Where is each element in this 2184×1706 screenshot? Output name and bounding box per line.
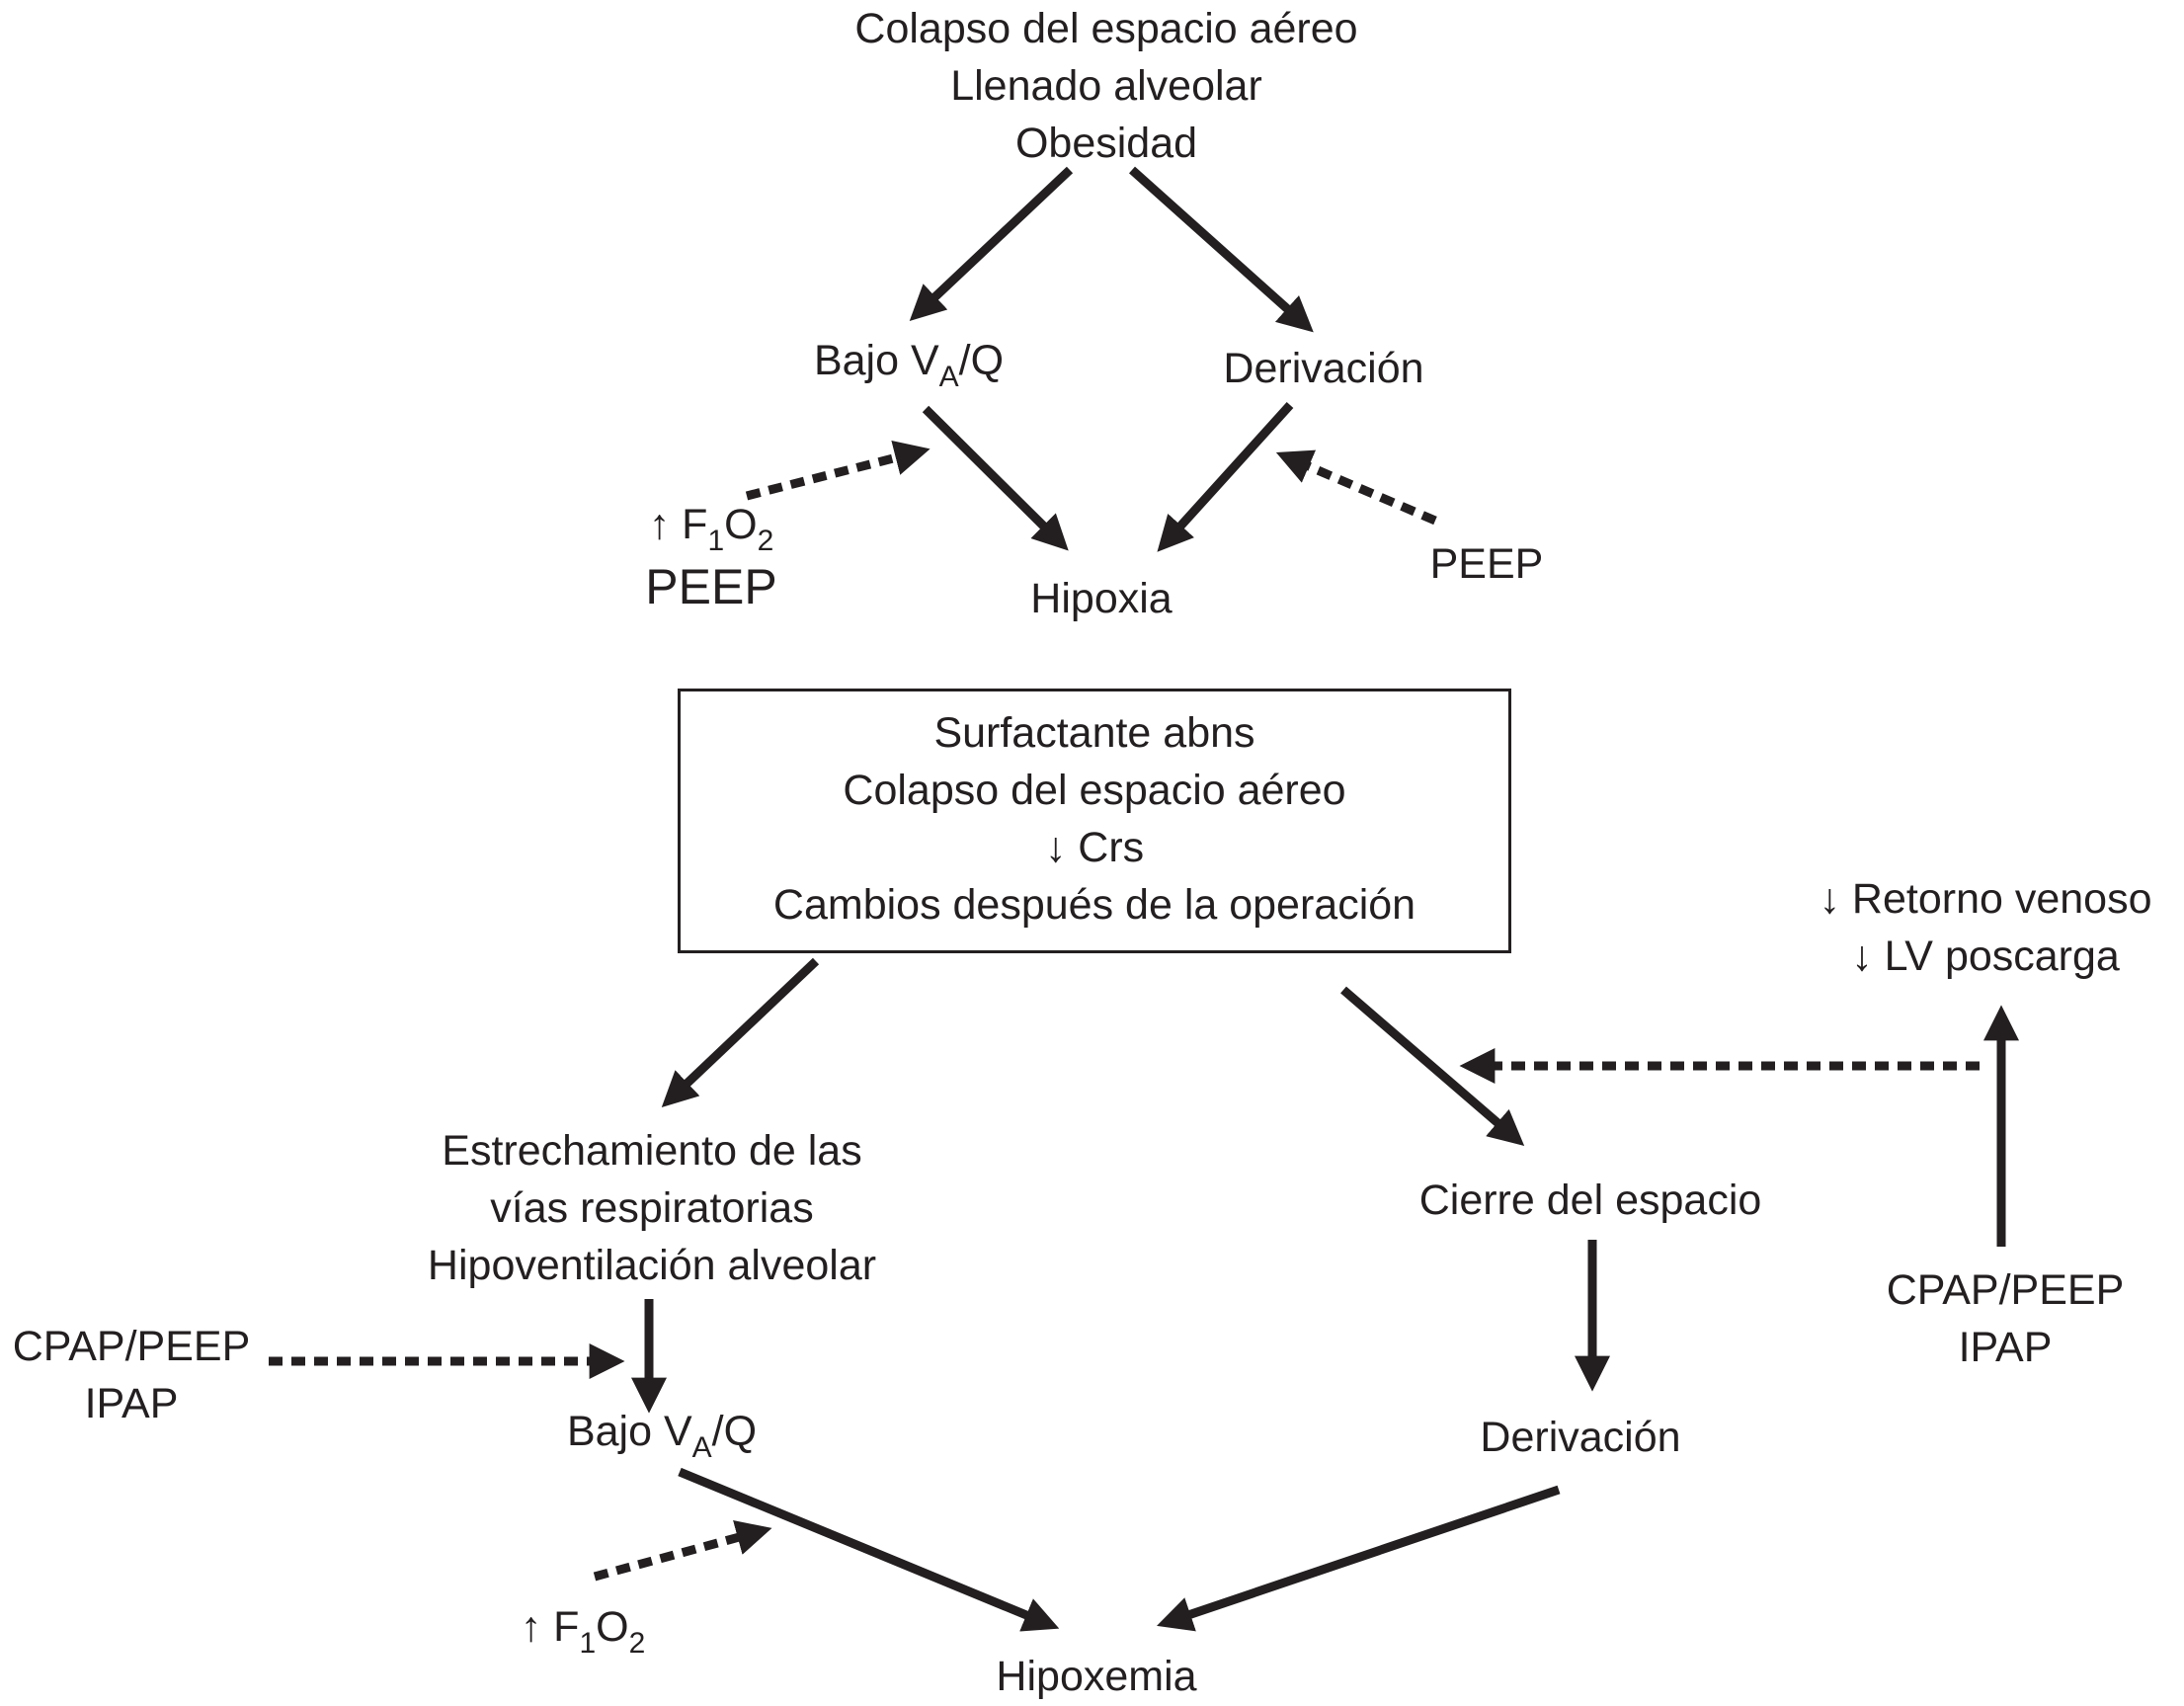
arrow-causes-to-low-vq xyxy=(909,166,1074,321)
airway-line: vías respiratorias xyxy=(490,1184,814,1232)
effect-line: ↓ LV poscarga xyxy=(1851,933,2120,980)
airway-label: Estrechamiento de las vías respiratorias… xyxy=(356,1122,948,1294)
box-line: Colapso del espacio aéreo xyxy=(843,767,1346,814)
effect-line: ↓ Retorno venoso xyxy=(1819,875,2152,923)
arrow-shunt-to-hypoxia xyxy=(1157,401,1294,552)
box-line: ↓ Crs xyxy=(1044,824,1145,871)
effects-label: ↓ Retorno venoso ↓ LV poscarga xyxy=(1788,870,2183,985)
fio2-text: ↑ F1O2 xyxy=(648,501,774,557)
arrow-causes-to-shunt xyxy=(1129,166,1314,333)
peep-text: PEEP xyxy=(645,559,777,614)
top-right-treatment-label: PEEP xyxy=(1429,540,1544,588)
top-left-treatment-label: ↑ F1O2 PEEP xyxy=(612,496,810,615)
ipap-text: IPAP xyxy=(84,1380,179,1427)
bottom-low-vq-label: Bajo VA/Q xyxy=(566,1408,758,1464)
arrow-box-to-closure xyxy=(1340,986,1525,1146)
airway-line: Hipoventilación alveolar xyxy=(427,1242,877,1289)
ipap-text: IPAP xyxy=(1958,1324,2053,1371)
arrow-shunt-to-hypoxemia xyxy=(1157,1485,1561,1632)
top-low-vq-label: Bajo VA/Q xyxy=(813,337,1005,393)
cpap-peep-text: CPAP/PEEP xyxy=(1886,1266,2125,1314)
closure-label: Cierre del espacio xyxy=(1418,1177,1762,1224)
airway-line: Estrechamiento de las xyxy=(442,1127,862,1175)
arrow-low-vq-to-hypoxemia xyxy=(678,1467,1060,1632)
cause-box-text: Surfactante abns Colapso del espacio aér… xyxy=(678,704,1511,934)
cpap-peep-text: CPAP/PEEP xyxy=(12,1323,251,1370)
cause-line: Llenado alveolar xyxy=(950,62,1262,110)
bottom-left-treatment-label: CPAP/PEEP IPAP xyxy=(0,1318,263,1432)
box-line: Surfactante abns xyxy=(933,709,1255,757)
dotted-arrow-fio2-to-low-vq xyxy=(745,440,930,501)
top-causes-label: Colapso del espacio aéreo Llenado alveol… xyxy=(761,0,1452,172)
top-hypoxia-label: Hipoxia xyxy=(1030,575,1173,622)
dotted-arrow-fio2-to-hypoxemia xyxy=(593,1520,772,1582)
dotted-arrow-peep-to-shunt xyxy=(1275,449,1437,526)
arrow-low-vq-to-hypoxia xyxy=(922,405,1069,551)
cause-line: Colapso del espacio aéreo xyxy=(854,5,1358,52)
arrow-box-to-airway xyxy=(661,957,820,1108)
box-line: Cambios después de la operación xyxy=(772,881,1416,929)
cause-line: Obesidad xyxy=(1014,120,1198,167)
bottom-shunt-label: Derivación xyxy=(1480,1414,1681,1461)
cause-box xyxy=(678,689,1511,953)
top-shunt-label: Derivación xyxy=(1223,345,1424,392)
bottom-right-treatment-label: CPAP/PEEP IPAP xyxy=(1847,1261,2163,1376)
bottom-fio2-label: ↑ F1O2 xyxy=(520,1603,646,1660)
hypoxemia-label: Hipoxemia xyxy=(996,1653,1197,1700)
